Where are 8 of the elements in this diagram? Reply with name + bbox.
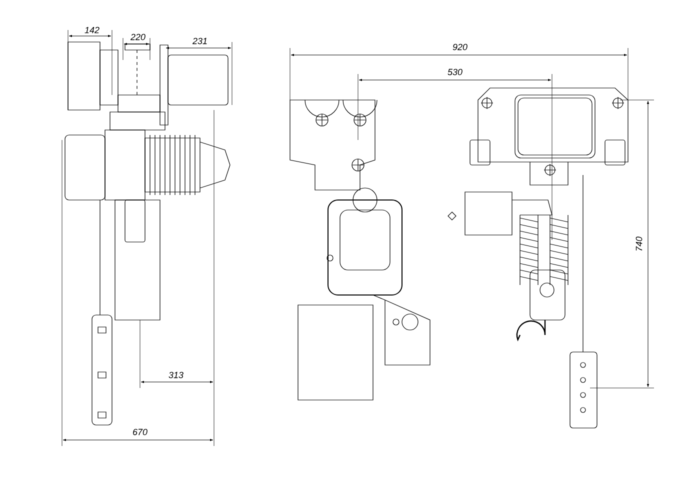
dimension-label: 313 [168,372,184,378]
dimension-label: 142 [84,26,100,34]
dimension-label: 670 [133,428,148,436]
dimension-label: 920 [452,44,468,50]
dimension-label: 530 [448,68,462,76]
dimension-label: 220 [130,34,146,40]
dimension-label: 231 [192,38,207,44]
dimension-label: 740 [636,236,642,251]
